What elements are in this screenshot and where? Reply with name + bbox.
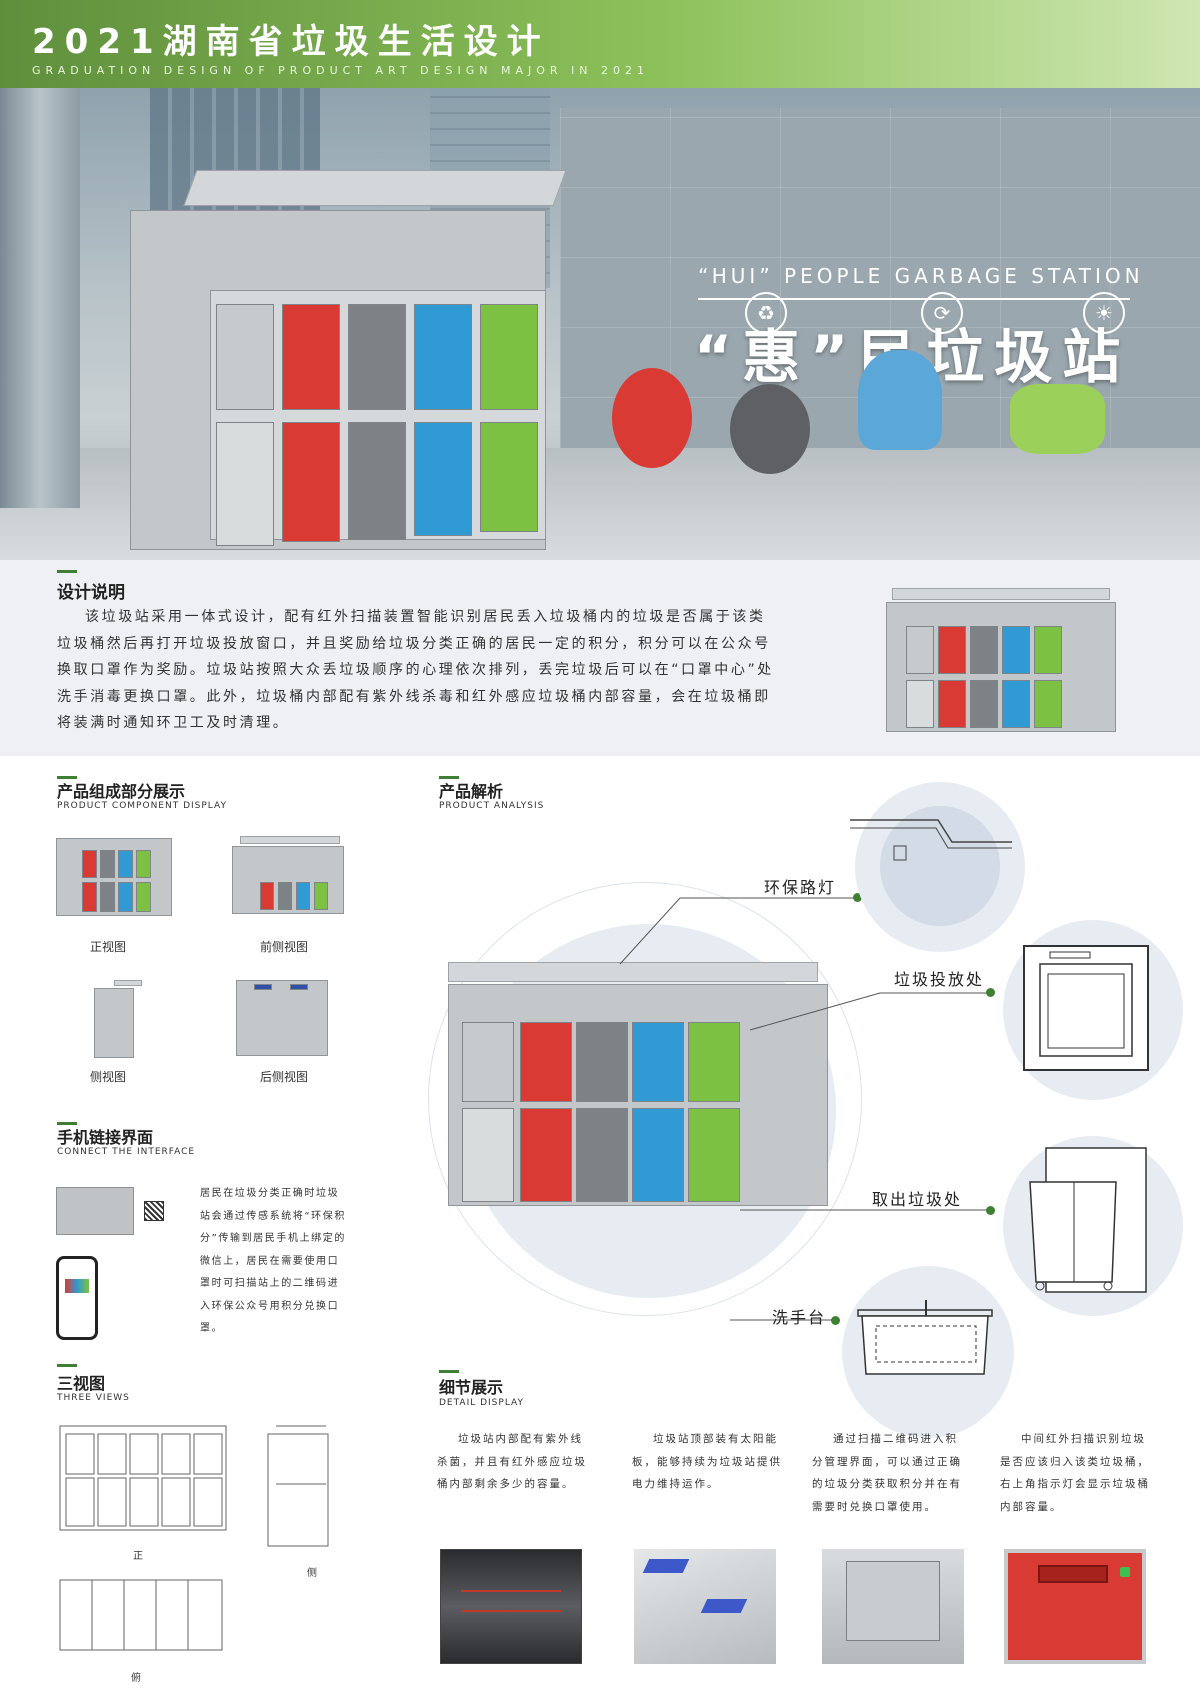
top-view-label: 俯 <box>131 1673 141 1684</box>
detail-text-3: 通过扫描二维码进入积分管理界面，可以通过正确的垃圾分类获取积分并在有需要时兑换口… <box>812 1433 962 1513</box>
phone-title: 手机链接界面 <box>57 1128 154 1147</box>
callout-dot <box>831 1316 840 1325</box>
front-view-label: 正 <box>133 1551 143 1562</box>
pillar <box>0 88 80 508</box>
bin-drawing <box>1029 1147 1147 1293</box>
callout-dot <box>986 988 995 997</box>
page-title: 2021湖南省垃圾生活设计 <box>32 22 550 62</box>
recycle-icon: ♻ <box>745 292 787 334</box>
side-view-thumb <box>94 980 144 1058</box>
intro-kiosk-image <box>886 588 1116 738</box>
top-elevation-drawing <box>59 1579 223 1651</box>
phone-image <box>56 1256 98 1340</box>
detail-image-solar-roof <box>634 1549 776 1664</box>
design-intro-title: 设计说明 <box>57 583 125 603</box>
phone-title-en: CONNECT THE INTERFACE <box>57 1147 196 1157</box>
blue-mascot <box>858 350 942 450</box>
three-views-title: 三视图 <box>57 1374 106 1393</box>
lightbulb-icon: ☀ <box>1083 292 1125 334</box>
callout-lines <box>619 897 990 1321</box>
sink-drawing <box>857 1300 993 1375</box>
details-title: 细节展示 <box>439 1378 504 1397</box>
side-elevation-drawing <box>267 1425 329 1547</box>
hero-kiosk <box>130 170 570 560</box>
grey-mascot <box>730 384 810 474</box>
scan-panel-image <box>56 1187 134 1235</box>
view-caption: 后侧视图 <box>260 1070 309 1084</box>
callout-retrieve: 取出垃圾处 <box>872 1190 963 1209</box>
details-title-en: DETAIL DISPLAY <box>439 1398 525 1408</box>
analysis-title: 产品解析 <box>439 782 504 801</box>
callout-sink: 洗手台 <box>772 1308 827 1327</box>
callout-dot <box>986 1206 995 1215</box>
detail-text-1: 垃圾站内部配有紫外线杀菌，并且有红外感应垃圾桶内部剩余多少的容量。 <box>437 1433 587 1490</box>
callout-drop-slot: 垃圾投放处 <box>894 970 985 989</box>
analysis-kiosk <box>448 962 828 1206</box>
refresh-icon: ⟳ <box>921 292 963 334</box>
design-intro-text: 该垃圾站采用一体式设计，配有红外扫描装置智能识别居民丢入垃圾桶内的垃圾是否属于该… <box>57 609 774 731</box>
components-title-en: PRODUCT COMPONENT DISPLAY <box>57 801 227 811</box>
qr-code-icon <box>144 1201 164 1221</box>
view-caption: 侧视图 <box>90 1070 127 1084</box>
detail-image-uv-interior <box>440 1549 582 1664</box>
hero-render: “HUI” PEOPLE GARBAGE STATION “惠”民垃圾站 ♻ ⟳… <box>0 88 1200 560</box>
section-mark <box>57 570 77 573</box>
detail-text-4: 中间红外扫描识别垃圾是否应该归入该类垃圾桶，右上角指示灯会显示垃圾桶内部容量。 <box>1000 1433 1150 1513</box>
section-mark <box>439 776 459 779</box>
front-elevation-drawing <box>59 1425 227 1531</box>
view-caption: 正视图 <box>90 940 127 954</box>
section-mark <box>57 1122 77 1125</box>
lamp-drawing <box>850 819 1012 861</box>
three-views-title-en: THREE VIEWS <box>57 1393 130 1403</box>
detail-text-2: 垃圾站顶部装有太阳能板，能够持续为垃圾站提供电力维持运作。 <box>632 1433 782 1490</box>
phone-text: 居民在垃圾分类正确时垃圾站会通过传感系统将“环保积分”传输到居民手机上绑定的微信… <box>200 1188 346 1334</box>
analysis-circle-outer <box>428 882 862 1316</box>
red-mascot <box>612 368 692 468</box>
divider <box>698 298 1130 300</box>
callout-dot <box>853 893 862 902</box>
green-mascot <box>1010 384 1105 454</box>
page-subtitle: GRADUATION DESIGN OF PRODUCT ART DESIGN … <box>32 64 650 77</box>
callout-street-lamp: 环保路灯 <box>764 878 837 897</box>
section-mark <box>57 776 77 779</box>
section-mark <box>439 1370 459 1373</box>
hero-title-en: “HUI” PEOPLE GARBAGE STATION <box>698 264 1144 288</box>
slot-drawing <box>1023 945 1149 1071</box>
detail-image-scan-panel <box>822 1549 964 1664</box>
front-view-thumb <box>56 838 172 916</box>
back-side-view-thumb <box>236 980 328 1056</box>
side-view-label: 侧 <box>307 1568 317 1579</box>
detail-image-red-slot <box>1004 1549 1146 1664</box>
analysis-title-en: PRODUCT ANALYSIS <box>439 801 545 811</box>
view-caption: 前侧视图 <box>260 940 309 954</box>
section-mark <box>57 1364 77 1367</box>
header-band: 2021湖南省垃圾生活设计 GRADUATION DESIGN OF PRODU… <box>0 0 1200 88</box>
front-side-view-thumb <box>232 836 344 916</box>
components-title: 产品组成部分展示 <box>57 782 186 801</box>
